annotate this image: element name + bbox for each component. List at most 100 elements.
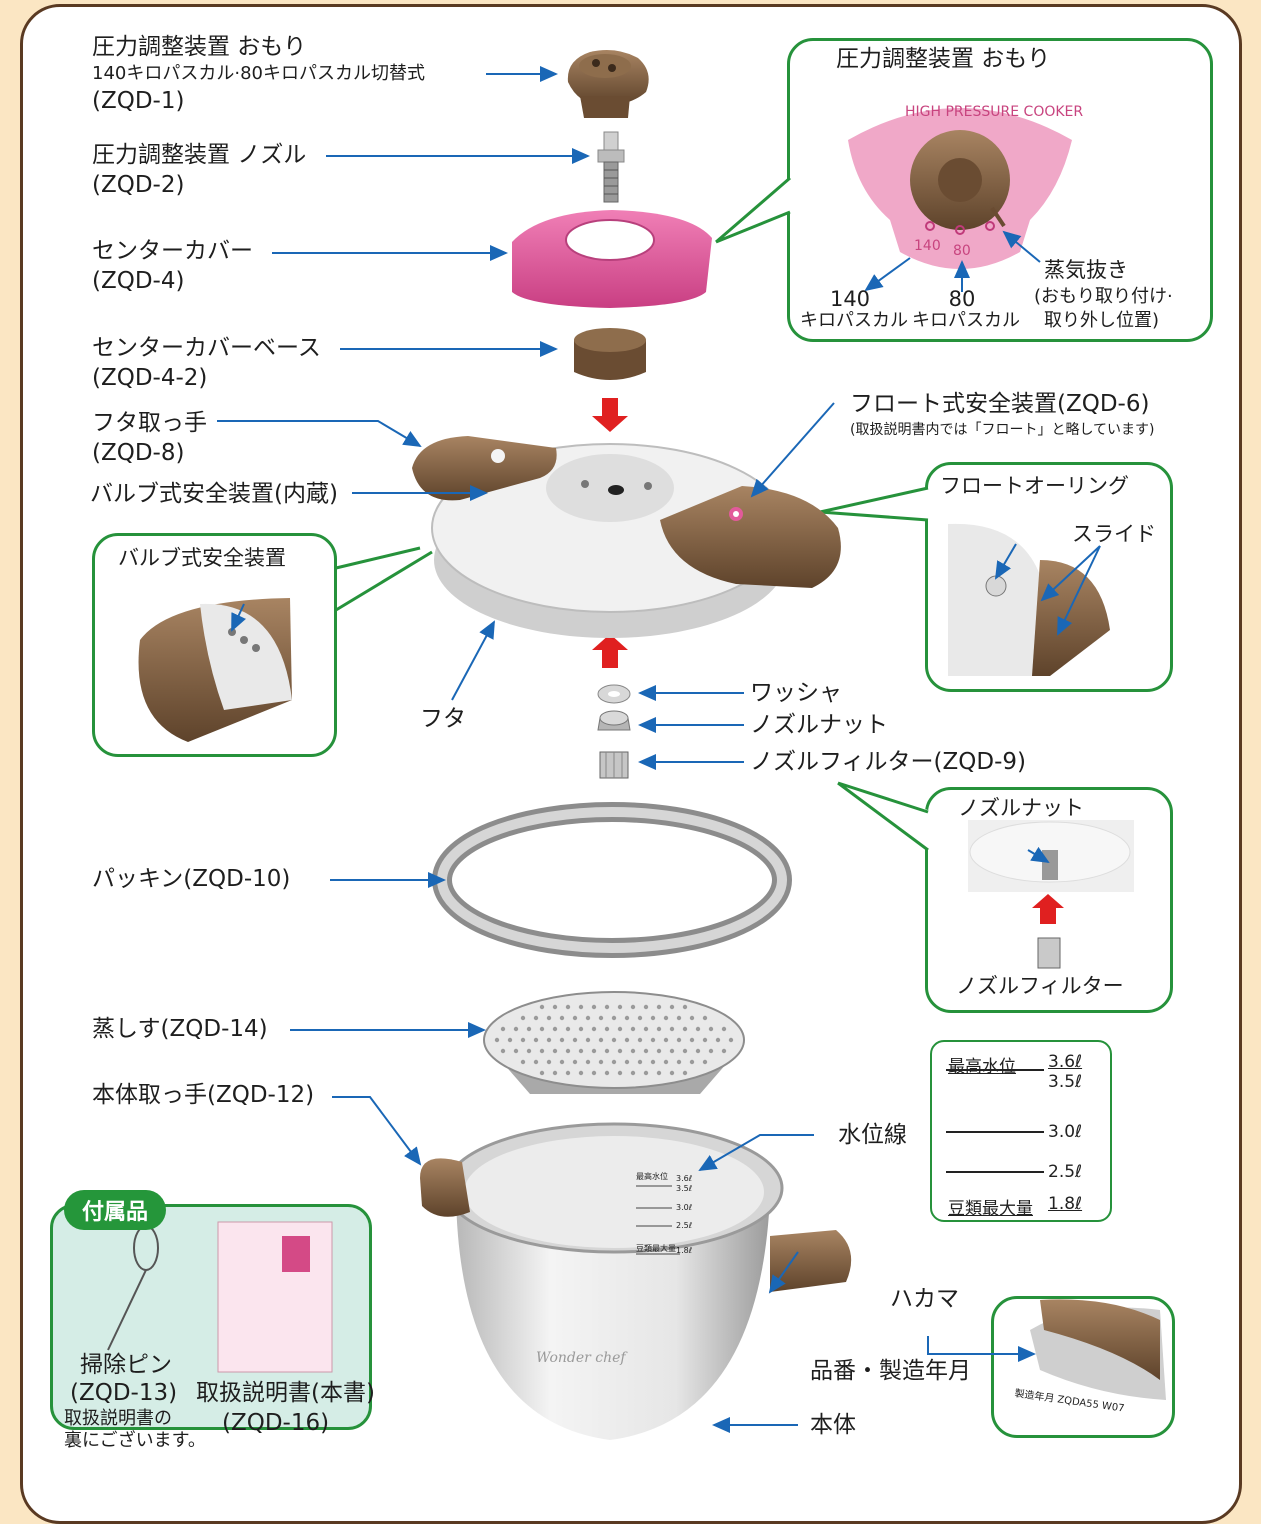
steamer-hole bbox=[650, 1059, 656, 1065]
callout-pointers bbox=[335, 176, 929, 852]
steamer-label: 蒸しす(ZQD-14) bbox=[92, 1016, 268, 1042]
steamer-hole bbox=[559, 1015, 565, 1021]
omori-subtitle: 140キロパスカル·80キロパスカル切替式 bbox=[92, 63, 425, 84]
steamer-hole bbox=[526, 1048, 532, 1054]
steamer-hole bbox=[546, 1015, 552, 1021]
steamer-hole bbox=[663, 1015, 669, 1021]
steamer-hole bbox=[546, 1037, 552, 1043]
brand-logo: Wonder chef bbox=[536, 1350, 626, 1366]
omori-dial-text: HIGH PRESSURE COOKER bbox=[905, 104, 1084, 120]
steamer-hole bbox=[637, 1037, 643, 1043]
steamer-hole bbox=[728, 1037, 734, 1043]
nozzle-title: 圧力調整装置 ノズル bbox=[92, 142, 307, 168]
slide-label: スライド bbox=[1072, 522, 1156, 546]
steamer-hole bbox=[643, 1070, 649, 1076]
center-cover-base-code: (ZQD-4-2) bbox=[92, 365, 208, 391]
steamer-hole bbox=[565, 1070, 571, 1076]
wl-beans-value: 1.8ℓ bbox=[1048, 1194, 1083, 1214]
steamer-hole bbox=[682, 1070, 688, 1076]
omori-weight bbox=[567, 50, 649, 118]
pin-code: (ZQD-13) bbox=[70, 1380, 178, 1406]
washer-label: ワッシャ bbox=[750, 680, 842, 706]
steam-label: 蒸気抜き bbox=[1044, 258, 1128, 282]
nozzle-code: (ZQD-2) bbox=[92, 172, 185, 198]
steamer-hole bbox=[604, 1004, 610, 1010]
float-oring-label: フロートオーリング bbox=[940, 474, 1129, 498]
steamer-hole bbox=[695, 1026, 701, 1032]
nozzle-nut-callout-label: ノズルナット bbox=[958, 796, 1084, 820]
steamer-hole bbox=[676, 1059, 682, 1065]
steamer-hole bbox=[507, 1037, 513, 1043]
pot-part bbox=[420, 1122, 852, 1440]
pin-name: 掃除ピン bbox=[80, 1352, 172, 1378]
steamer-hole bbox=[552, 1026, 558, 1032]
steamer-hole bbox=[585, 1015, 591, 1021]
steamer-hole bbox=[669, 1004, 675, 1010]
omori-callout-title: 圧力調整装置 おもり bbox=[836, 46, 1051, 72]
steamer-hole bbox=[578, 1070, 584, 1076]
steamer-hole bbox=[585, 1059, 591, 1065]
steamer-hole bbox=[565, 1026, 571, 1032]
steamer-hole bbox=[656, 1004, 662, 1010]
manual-code: (ZQD-16) bbox=[222, 1410, 330, 1436]
steamer-hole bbox=[513, 1048, 519, 1054]
steamer-hole bbox=[520, 1015, 526, 1021]
steamer-hole bbox=[630, 1070, 636, 1076]
steamer-hole bbox=[624, 1059, 630, 1065]
nozzle-filter-callout-label: ノズルフィルター bbox=[956, 974, 1124, 998]
center-cover-code: (ZQD-4) bbox=[92, 268, 185, 294]
steamer-hole bbox=[539, 1026, 545, 1032]
red-arrow-down bbox=[592, 398, 628, 432]
label-140-unit: キロパスカル bbox=[800, 310, 908, 331]
steamer-hole bbox=[565, 1004, 571, 1010]
steamer-hole bbox=[539, 1070, 545, 1076]
hakama-callout-illustration bbox=[1030, 1299, 1166, 1400]
valve-safety-label: バルブ式安全装置(内蔵) bbox=[90, 481, 338, 507]
water-line-label: 水位線 bbox=[838, 1122, 907, 1148]
steamer-hole bbox=[676, 1015, 682, 1021]
packing-part bbox=[432, 802, 792, 958]
pot-mark-18: 1.8ℓ bbox=[676, 1246, 693, 1255]
steamer-hole bbox=[533, 1059, 539, 1065]
steamer-hole bbox=[676, 1037, 682, 1043]
steamer-hole bbox=[650, 1015, 656, 1021]
steamer-hole bbox=[617, 1048, 623, 1054]
steamer-hole bbox=[650, 1037, 656, 1043]
body-handle-label: 本体取っ手(ZQD-12) bbox=[92, 1082, 315, 1108]
center-cover-base-part bbox=[574, 328, 646, 380]
red-arrow-up-2 bbox=[1032, 894, 1064, 924]
body-label: 本体 bbox=[810, 1412, 856, 1438]
steamer-hole bbox=[682, 1026, 688, 1032]
steamer-hole bbox=[559, 1059, 565, 1065]
pot-mark-36: 3.6ℓ bbox=[676, 1174, 693, 1183]
omori-dial-mark-80: 80 bbox=[953, 243, 971, 259]
steam-note-1: (おもり取り付け· bbox=[1034, 286, 1173, 307]
steamer-hole bbox=[578, 1048, 584, 1054]
steamer-hole bbox=[598, 1037, 604, 1043]
steamer-hole bbox=[682, 1004, 688, 1010]
float-safety-label: フロート式安全装置(ZQD-6) bbox=[850, 391, 1150, 417]
float-safety-note: (取扱説明書内では「フロート」と略しています) bbox=[850, 422, 1155, 438]
steamer-hole bbox=[669, 1048, 675, 1054]
steamer-hole bbox=[591, 1004, 597, 1010]
parts-illustration bbox=[107, 50, 1166, 1440]
lid-handle-code: (ZQD-8) bbox=[92, 440, 185, 466]
steamer-hole bbox=[656, 1026, 662, 1032]
pot-mark-35: 3.5ℓ bbox=[676, 1184, 693, 1193]
steamer-hole bbox=[604, 1070, 610, 1076]
nozzle-nut-part bbox=[597, 710, 631, 731]
washer-hole bbox=[608, 691, 620, 697]
wl-beans-label: 豆類最大量 bbox=[948, 1199, 1033, 1219]
pot-mark-beans: 豆類最大量 bbox=[636, 1244, 676, 1253]
lid-label: フタ bbox=[420, 706, 466, 732]
steamer-hole bbox=[604, 1048, 610, 1054]
label-80-unit: キロパスカル bbox=[912, 310, 1020, 331]
nozzle-part bbox=[597, 131, 625, 203]
model-date-label: 品番・製造年月 bbox=[810, 1358, 971, 1384]
leader-arrows bbox=[217, 66, 1101, 1433]
wl-max-label: 最高水位 bbox=[948, 1057, 1016, 1077]
steamer-hole bbox=[682, 1048, 688, 1054]
steamer-hole bbox=[637, 1059, 643, 1065]
steamer-hole bbox=[656, 1048, 662, 1054]
steamer-hole bbox=[604, 1026, 610, 1032]
